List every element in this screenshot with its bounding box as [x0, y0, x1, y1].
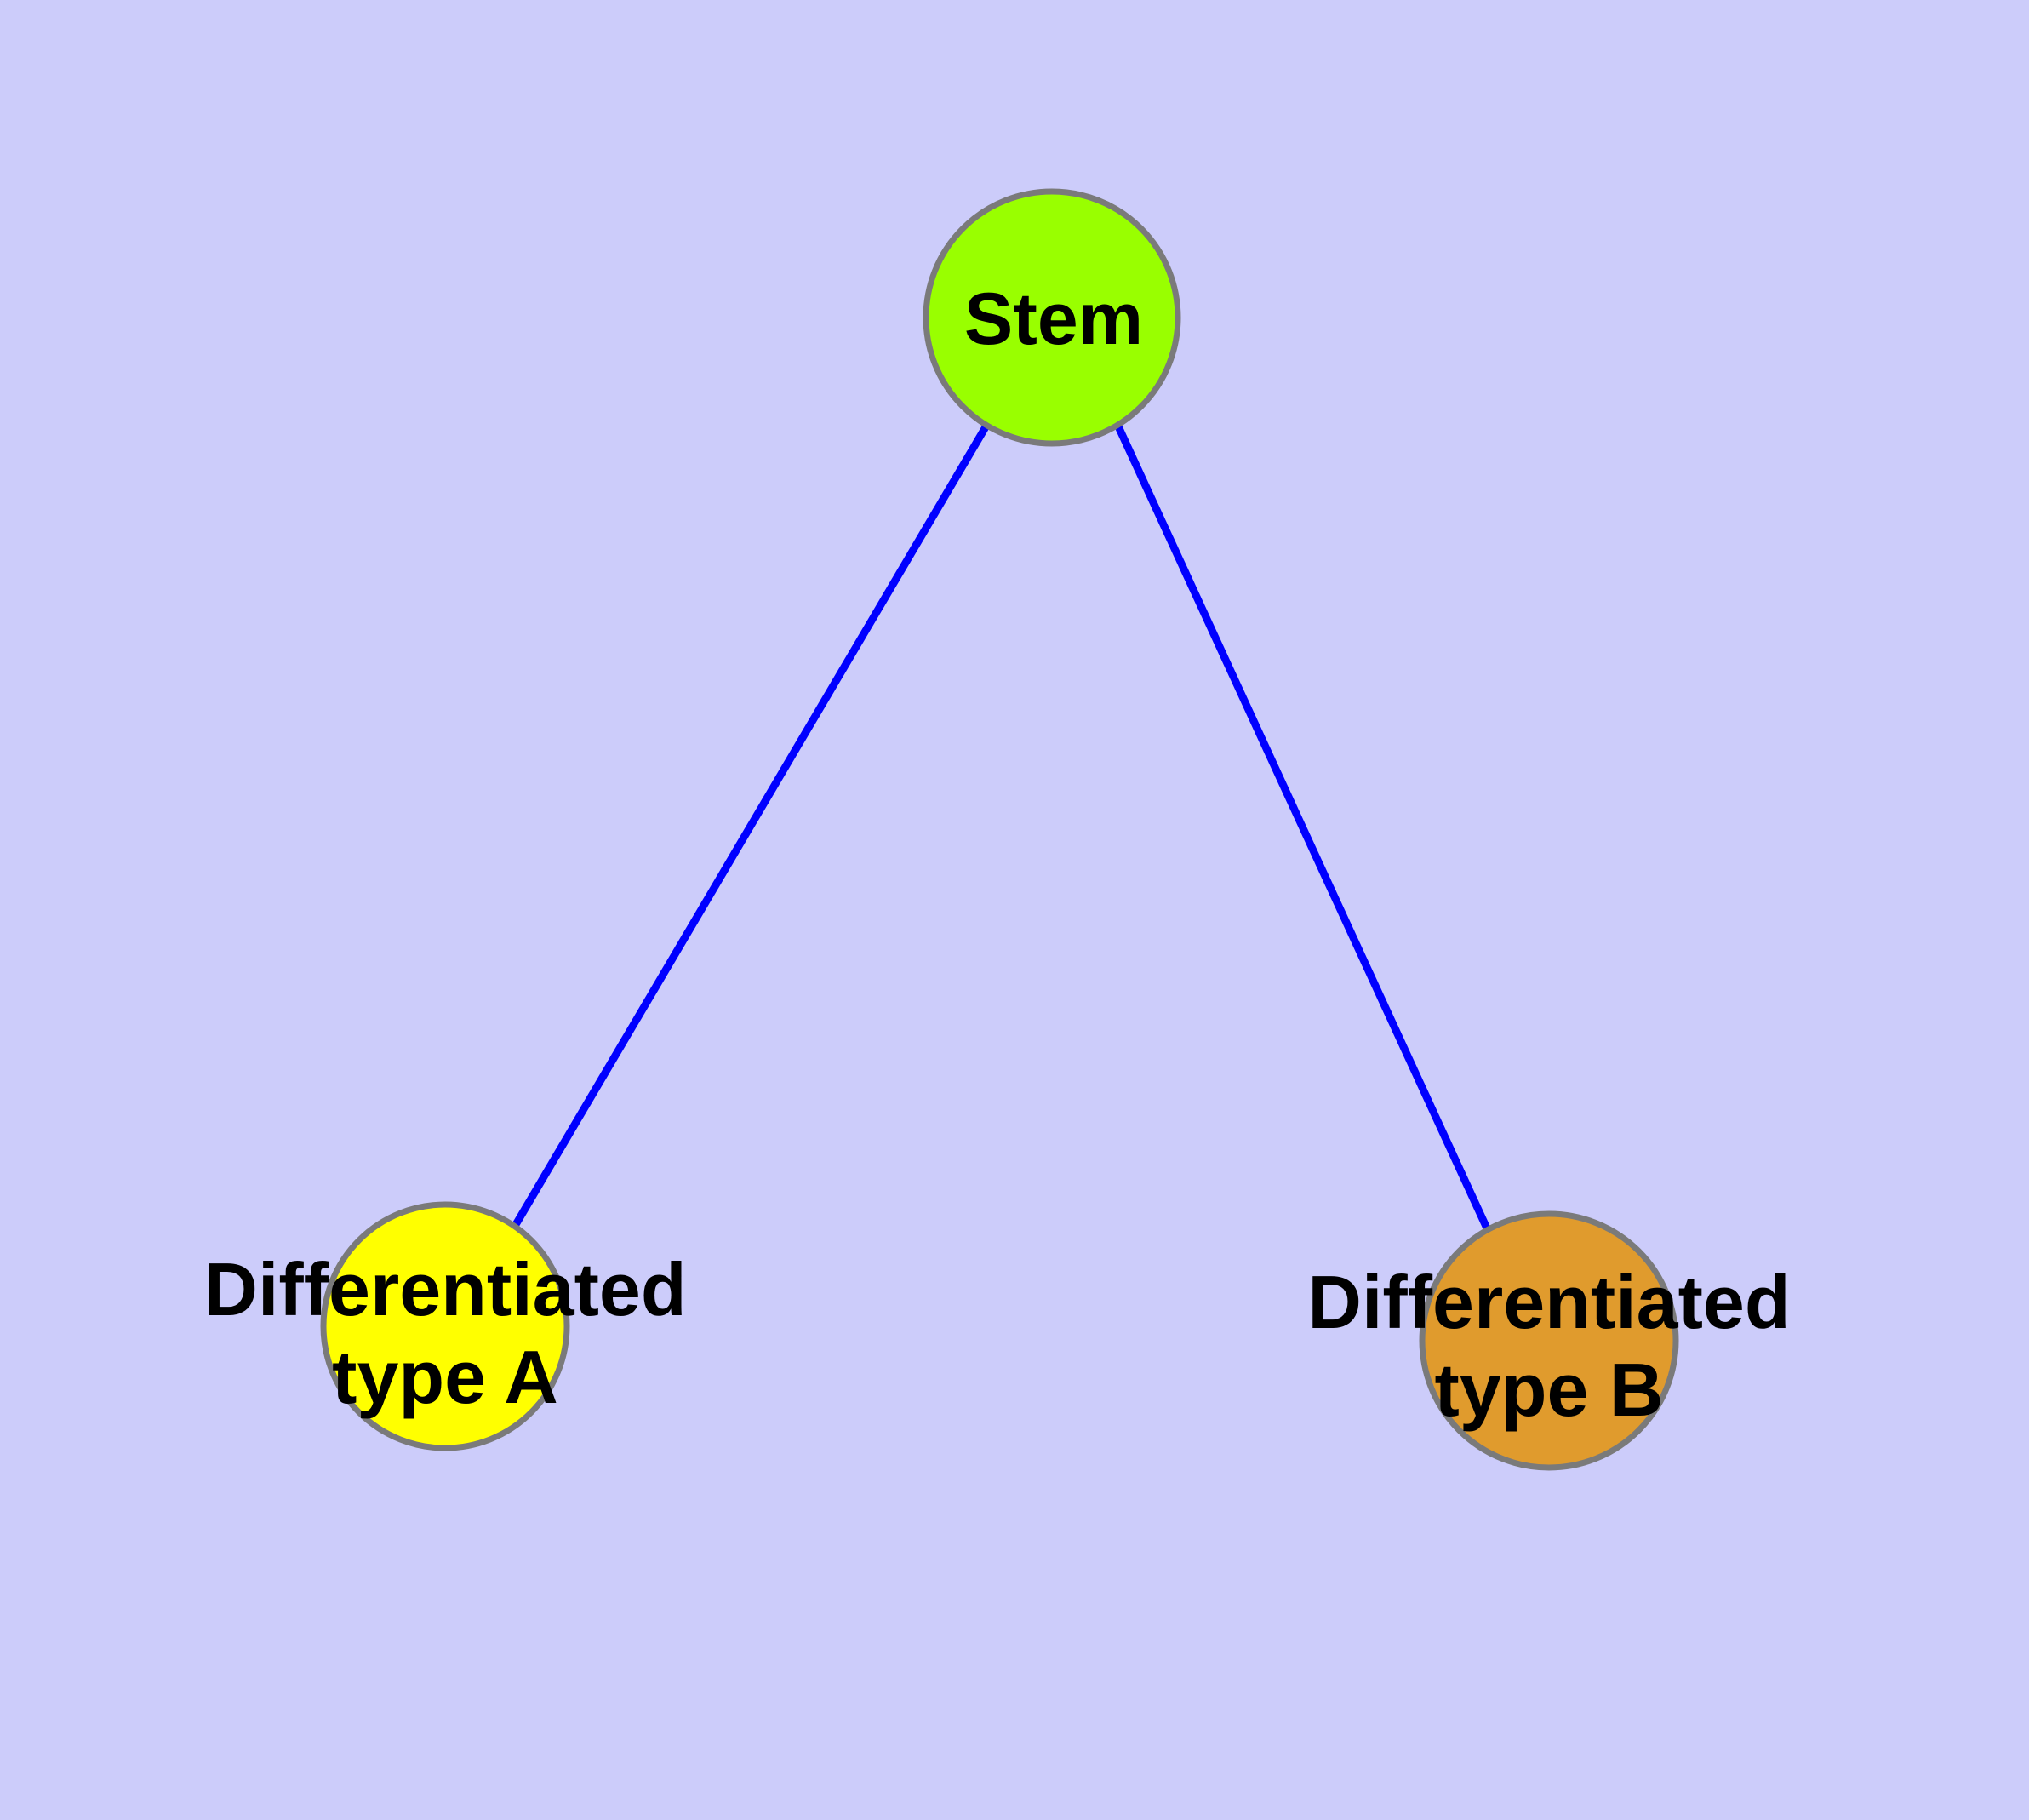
node-stem-circle[interactable] — [923, 188, 1181, 447]
node-differentiated-type-b-label-line2: type B — [1435, 1348, 1664, 1432]
node-differentiated-type-b-label-line1: Differentiated — [1307, 1260, 1790, 1344]
node-differentiated-type-a-label-line2: type A — [332, 1335, 558, 1419]
node-differentiated-type-b-circle[interactable] — [1419, 1210, 1679, 1471]
node-stem[interactable]: Stem — [923, 188, 1181, 447]
node-differentiated-type-b[interactable]: Differentiated type B — [1307, 1210, 1791, 1471]
edges-layer — [508, 423, 1492, 1234]
edge-stem-to-differentiated-type-a[interactable] — [508, 423, 990, 1234]
node-differentiated-type-a-circle[interactable] — [320, 1201, 570, 1451]
node-stem-label: Stem — [964, 278, 1143, 360]
node-differentiated-type-a-label-line1: Differentiated — [203, 1247, 686, 1331]
edge-stem-to-differentiated-type-b[interactable] — [1114, 425, 1492, 1232]
nodes-layer: Stem Differentiated type A Differentiate… — [203, 188, 1791, 1471]
node-differentiated-type-a[interactable]: Differentiated type A — [203, 1201, 687, 1451]
